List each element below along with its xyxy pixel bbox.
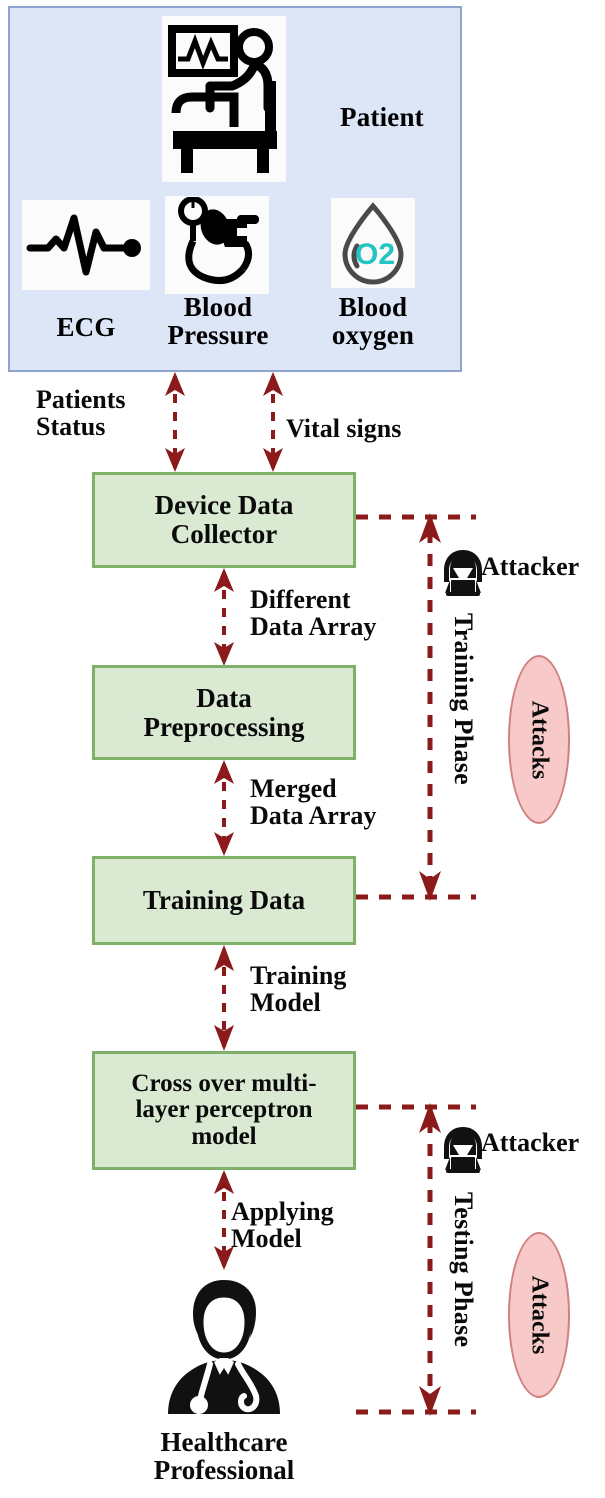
attack-path-testing-phase [356,1095,486,1420]
arrow-merged-data-array [213,760,235,856]
merged-data-array-line2: Data Array [250,801,377,831]
ecg-label: ECG [56,312,116,342]
patient-icon [162,16,286,182]
edge-label-applying-model: Applying Model [231,1198,421,1253]
patients-status-line1: Patients [36,385,126,414]
patients-status-line2: Status [36,412,106,442]
phase-label-testing: Testing Phase [449,1192,478,1348]
device-data-collector-line2: Collector [170,519,278,549]
applying-model-line2: Model [231,1224,302,1254]
edge-label-training-model: Training Model [250,962,440,1017]
healthcare-professional-line2: Professional [153,1455,295,1486]
process-box-device-data-collector[interactable]: Device Data Collector [92,472,356,568]
merged-data-array-line1: Merged [250,774,337,803]
attacks-label-training: Attacks [526,700,553,779]
attacks-ellipse-testing: Attacks [508,1232,570,1398]
data-preprocessing-line1: Data [196,682,252,713]
different-data-array-line2: Data Array [250,612,377,642]
crossover-mlp-line2: layer perceptron [135,1096,313,1124]
blood-pressure-label-line2: Pressure [167,319,269,350]
attacker-label-training: Attacker [481,552,580,581]
arrow-different-data-array [213,568,235,666]
phase-label-training: Training Phase [449,613,478,786]
vital-signs-line1: Vital signs [286,414,402,443]
crossover-mlp-line1: Cross over multi- [131,1069,317,1097]
training-model-line1: Training [250,961,347,990]
attacks-ellipse-training: Attacks [508,655,570,824]
process-box-data-preprocessing[interactable]: Data Preprocessing [92,665,356,760]
attacker-label-testing: Attacker [481,1128,580,1157]
attacks-label-testing: Attacks [526,1275,553,1355]
training-model-line2: Model [250,988,321,1018]
blood-oxygen-label-line1: Blood [338,292,408,322]
ecg-waveform-icon [22,200,150,290]
applying-model-line1: Applying [231,1197,334,1226]
healthcare-professional-line1: Healthcare [160,1427,288,1457]
edge-label-patients-status: Patients Status [36,386,166,441]
edge-label-merged-data-array: Merged Data Array [250,775,460,830]
arrow-training-model [213,945,235,1051]
arrow-applying-model [213,1170,235,1270]
o2-badge-text: O2 [355,238,395,271]
crossover-mlp-line3: model [191,1122,257,1150]
healthcare-professional-label: Healthcare Professional [84,1428,364,1485]
blood-pressure-cuff-icon [165,196,269,294]
blood-pressure-label-line1: Blood [183,292,253,322]
device-data-collector-line1: Device Data [154,490,294,521]
patient-label: Patient [340,102,424,132]
data-preprocessing-line2: Preprocessing [143,711,305,742]
patient-monitoring-panel: Patient ECG Blood Pr [8,6,462,372]
arrow-vital-signs [262,372,284,472]
process-box-crossover-mlp-model[interactable]: Cross over multi- layer perceptron model [92,1051,356,1170]
attacker-icon-training [440,548,486,598]
attacker-icon-testing [440,1125,486,1175]
process-box-training-data[interactable]: Training Data [92,856,356,945]
blood-pressure-label: Blood Pressure [156,292,280,350]
blood-oxygen-label-line2: oxygen [331,319,415,350]
training-data-line1: Training Data [142,885,306,916]
attack-path-training-phase [356,505,486,905]
different-data-array-line1: Different [250,585,351,614]
edge-label-vital-signs: Vital signs [286,414,466,443]
edge-label-different-data-array: Different Data Array [250,586,460,641]
doctor-icon [160,1272,288,1424]
blood-oxygen-droplet-icon: O2 [331,198,415,288]
blood-oxygen-label: Blood oxygen [310,292,436,350]
arrow-patients-status [164,372,186,472]
